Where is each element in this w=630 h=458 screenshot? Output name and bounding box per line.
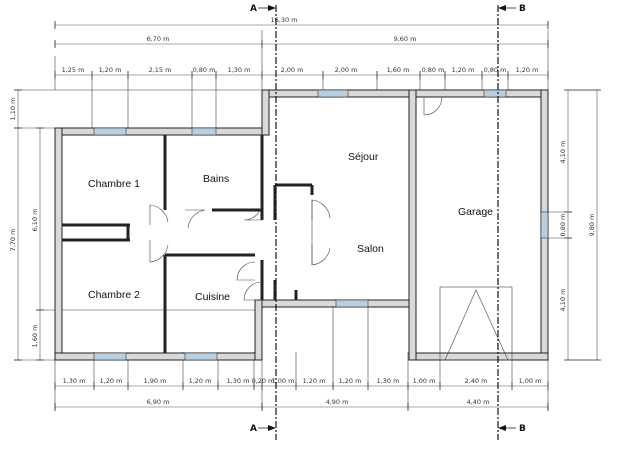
dim-top-seg-5: 1,30 m: [228, 66, 251, 74]
doors: [149, 96, 513, 361]
dim-right-mid: 0,80 m: [559, 214, 567, 237]
dim-left-total: 7,70 m: [9, 229, 17, 252]
garage-door-panel: [439, 286, 513, 361]
dim-top-seg-8: 1,60 m: [387, 66, 410, 74]
door-chambre1: [149, 204, 169, 225]
arrow-icon: [498, 5, 506, 11]
dim-bottom-seg-12: 2,40 m: [465, 377, 488, 385]
window-garage-top: [483, 89, 507, 98]
room-label-chambre2: Chambre 2: [88, 289, 140, 301]
dim-bottom-seg-5: 1,30 m: [227, 377, 250, 385]
cut-label-a-top: A: [250, 4, 257, 14]
dim-right-top: 9,60 m: [394, 35, 417, 43]
window-cuisine: [184, 352, 218, 361]
door-salon-left: [311, 199, 331, 220]
dim-top-seg-12: 1,20 m: [516, 66, 539, 74]
dim-top-seg-1: 1,25 m: [62, 66, 85, 74]
arrow-icon: [498, 425, 506, 431]
windows: [93, 89, 549, 361]
room-label-chambre1: Chambre 1: [88, 178, 140, 190]
dim-bottom-seg-7: 1,00 m: [272, 377, 295, 385]
door-hall-top: [243, 201, 263, 221]
dim-top-seg-3: 2,15 m: [149, 66, 172, 74]
room-label-salon: Salon: [357, 243, 384, 255]
dim-top-seg-7: 2,00 m: [335, 66, 358, 74]
dim-bottom-seg-3: 1,90 m: [144, 377, 167, 385]
dim-bottom-seg-1: 1,30 m: [63, 377, 86, 385]
dim-left-mid: 6,10 m: [31, 209, 39, 232]
dim-bottom-seg-13: 1,00 m: [519, 377, 542, 385]
dim-bottom-seg-8: 1,20 m: [303, 377, 326, 385]
cut-label-a-bottom: A: [250, 424, 257, 434]
dim-bottom-seg-2: 1,20 m: [100, 377, 123, 385]
cut-label-b-bottom: B: [519, 424, 526, 434]
dimensions-left: 1,10 m 7,70 m 6,10 m 1,60 m: [9, 89, 262, 361]
dim-top-seg-11: 0,80 m: [484, 66, 507, 74]
room-label-cuisine: Cuisine: [195, 291, 230, 303]
door-salon-right: [311, 245, 331, 266]
dim-top-seg-10: 1,20 m: [452, 66, 475, 74]
dim-right-bottom: 4,10 m: [559, 289, 567, 312]
window-garage-side: [540, 211, 549, 239]
window-salon: [335, 299, 369, 308]
partitions: [62, 135, 314, 353]
dim-left-top: 6,70 m: [147, 35, 170, 43]
dim-top-seg-6: 2,00 m: [281, 66, 304, 74]
dim-bottom-left: 6,90 m: [147, 398, 170, 406]
dim-bottom-mid: 4,90 m: [326, 398, 349, 406]
room-label-garage: Garage: [458, 206, 493, 218]
cut-label-b-top: B: [519, 4, 526, 14]
dim-bottom-seg-4: 1,20 m: [189, 377, 212, 385]
door-chambre2: [149, 240, 169, 263]
window-sejour: [317, 89, 349, 98]
door-garage: [423, 96, 443, 116]
door-cuisine: [236, 261, 256, 281]
dim-bottom-seg-6: 0,20 m: [252, 377, 275, 385]
room-labels: Chambre 1 Bains Séjour Salon Garage Cham…: [88, 151, 493, 303]
arrow-icon: [268, 5, 276, 11]
room-label-sejour: Séjour: [348, 151, 379, 163]
arrow-icon: [268, 425, 276, 431]
dim-bottom-seg-11: 1,00 m: [413, 377, 436, 385]
dimensions-top: 16,30 m 6,70 m 9,60 m: [54, 16, 549, 130]
room-label-bains: Bains: [203, 173, 229, 185]
dim-top-seg-2: 1,20 m: [99, 66, 122, 74]
window-chambre2: [93, 352, 127, 361]
dim-right-total: 9,80 m: [588, 214, 596, 237]
window-bains: [191, 127, 217, 136]
dim-bottom-seg-10: 1,30 m: [377, 377, 400, 385]
window-chambre1: [93, 127, 127, 136]
door-bains: [185, 209, 206, 229]
door-hall-bottom: [243, 281, 263, 301]
dim-right-top: 4,10 m: [559, 141, 567, 164]
dim-bottom-right: 4,40 m: [467, 398, 490, 406]
dim-top-seg-9: 0,80 m: [422, 66, 445, 74]
dim-left-top: 1,10 m: [9, 98, 17, 121]
dim-bottom-seg-9: 1,20 m: [339, 377, 362, 385]
dim-top-seg-4: 0,80 m: [193, 66, 216, 74]
dim-left-bottom: 1,60 m: [31, 325, 39, 348]
section-cuts: A B A B: [250, 4, 526, 440]
dimensions-right: 4,10 m 0,80 m 4,10 m 9,80 m: [548, 89, 601, 361]
dim-total-top: 16,30 m: [270, 16, 297, 24]
